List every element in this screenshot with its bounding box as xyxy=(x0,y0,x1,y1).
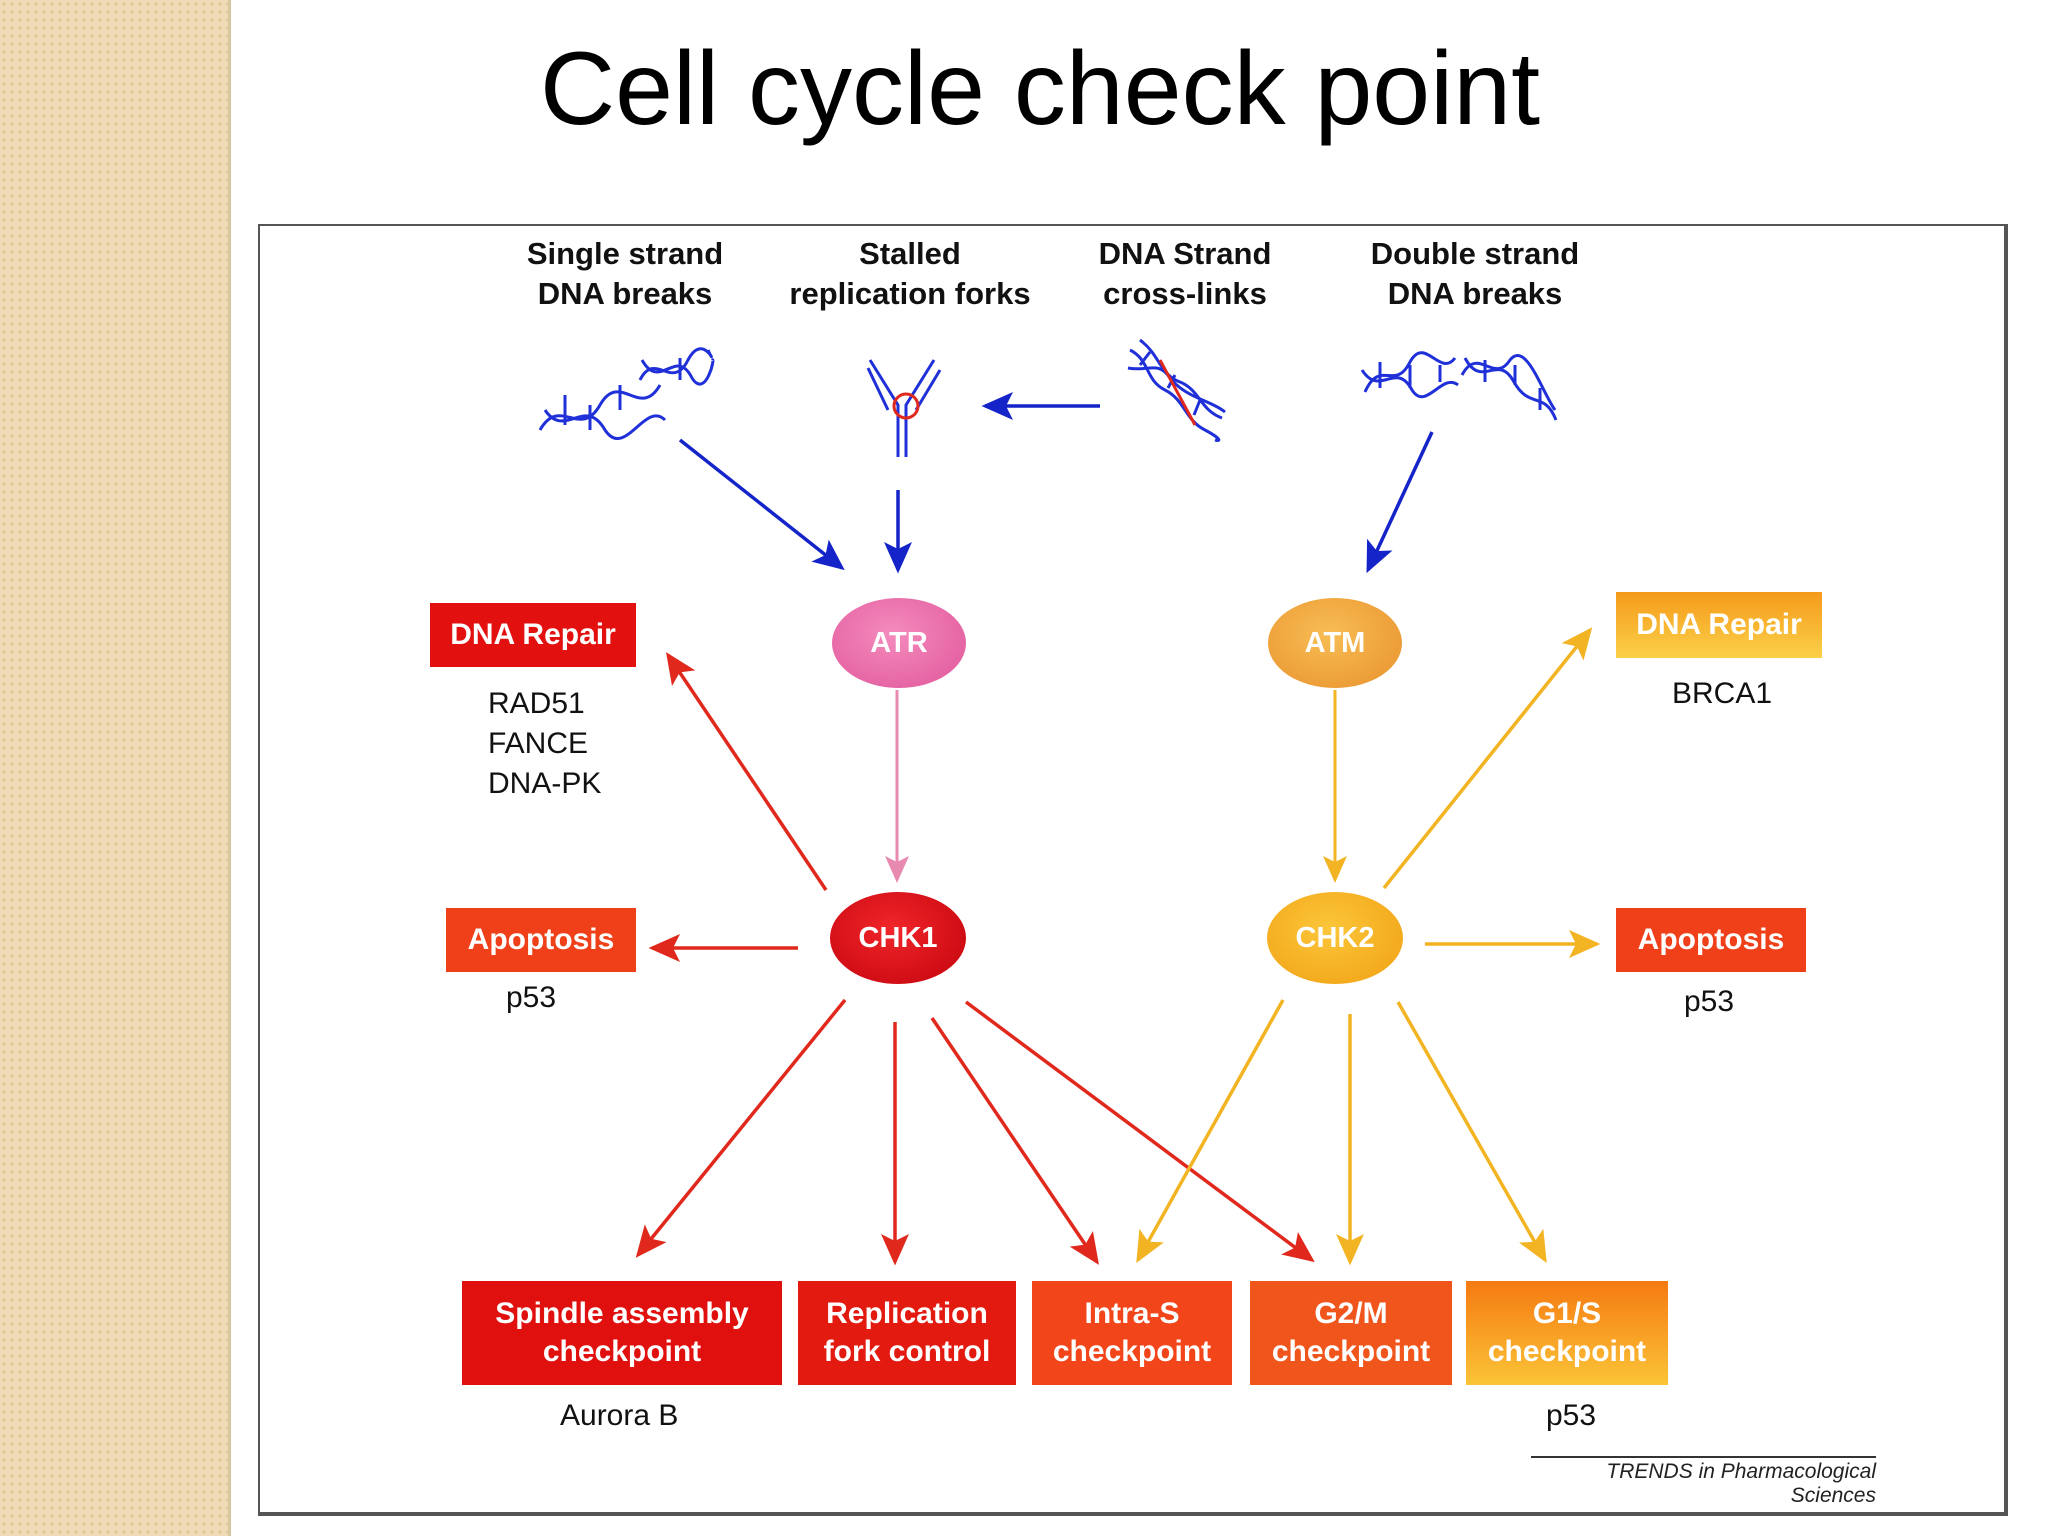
right-apoptosis-gene: p53 xyxy=(1684,985,1735,1018)
damage-label-cross-links: DNA Strand cross-links xyxy=(1070,234,1300,314)
replication-fork-control-label: Replication fork control xyxy=(823,1297,991,1368)
left-apoptosis-title: Apoptosis xyxy=(467,923,615,956)
arrow-chk1-to-g2m xyxy=(964,1000,1315,1263)
figure-credit: TRENDS in Pharmacological Sciences xyxy=(1531,1456,1876,1508)
dna-helix-single-strand-icon xyxy=(538,347,715,440)
damage-label-line1: Double strand xyxy=(1370,236,1580,271)
damage-label-line1: DNA Strand xyxy=(1098,236,1272,271)
decorative-side-strip xyxy=(0,0,228,1536)
chk2-label: CHK2 xyxy=(1295,921,1375,954)
intra-s-checkpoint-label: Intra-S checkpoint xyxy=(1052,1297,1212,1368)
dna-helix-double-strand-icon xyxy=(1360,351,1558,421)
spindle-checkpoint-label: Spindle assembly checkpoint xyxy=(495,1297,749,1368)
damage-label-line2: DNA breaks xyxy=(537,276,713,311)
right-repair-gene: BRCA1 xyxy=(1672,677,1773,710)
repair-gene-dna-pk: DNA-PK xyxy=(488,767,602,800)
atr-label: ATR xyxy=(870,626,928,659)
g2m-checkpoint-label: G2/M checkpoint xyxy=(1271,1297,1431,1368)
atm-label: ATM xyxy=(1304,626,1366,659)
right-dna-repair-box: DNA Repair xyxy=(1616,592,1822,658)
g1s-checkpoint-label: G1/S checkpoint xyxy=(1487,1297,1647,1368)
atm-node: ATM xyxy=(1268,598,1402,688)
damage-label-double-strand: Double strand DNA breaks xyxy=(1355,234,1595,314)
left-apoptosis-box: Apoptosis xyxy=(446,908,636,972)
damage-label-line2: replication forks xyxy=(789,276,1031,311)
arrow-dsb-to-atm xyxy=(1366,431,1434,574)
replication-fork-control-box: Replication fork control xyxy=(798,1281,1016,1385)
slide-title: Cell cycle check point xyxy=(540,31,1540,147)
right-apoptosis-title: Apoptosis xyxy=(1637,923,1785,956)
arrow-chk1-to-intra-s xyxy=(930,1017,1099,1265)
g1s-gene-p53: p53 xyxy=(1546,1399,1597,1432)
damage-label-line2: DNA breaks xyxy=(1387,276,1563,311)
damage-label-single-strand: Single strand DNA breaks xyxy=(505,234,745,314)
right-apoptosis-box: Apoptosis xyxy=(1616,908,1806,972)
damage-label-line2: cross-links xyxy=(1103,276,1267,311)
side-strip-edge xyxy=(228,0,231,1536)
arrow-chk2-to-dna-repair xyxy=(1382,627,1593,890)
repair-gene-rad51: RAD51 xyxy=(488,687,585,720)
right-dna-repair-title: DNA Repair xyxy=(1636,608,1802,641)
replication-fork-icon xyxy=(866,359,942,457)
g2m-checkpoint-box: G2/M checkpoint xyxy=(1250,1281,1452,1385)
damage-label-stalled-forks: Stalled replication forks xyxy=(780,234,1040,314)
dna-crosslink-icon xyxy=(1127,338,1226,442)
damage-label-line1: Stalled xyxy=(859,236,961,271)
damage-label-line1: Single strand xyxy=(526,236,724,271)
spindle-checkpoint-box: Spindle assembly checkpoint xyxy=(462,1281,782,1385)
arrow-ssb-to-atr xyxy=(678,438,845,571)
arrow-chk2-to-intra-s xyxy=(1136,999,1285,1264)
spindle-gene-aurora-b: Aurora B xyxy=(560,1399,679,1432)
left-dna-repair-title: DNA Repair xyxy=(450,618,616,651)
arrow-chk2-to-g1s xyxy=(1396,1001,1547,1264)
chk2-node: CHK2 xyxy=(1267,892,1403,984)
atr-node: ATR xyxy=(832,598,966,688)
left-dna-repair-box: DNA Repair xyxy=(430,603,636,667)
repair-gene-fance: FANCE xyxy=(488,727,589,760)
chk1-label: CHK1 xyxy=(858,921,938,954)
left-repair-genes: RAD51 FANCE DNA-PK xyxy=(488,684,601,804)
chk1-node: CHK1 xyxy=(830,892,966,984)
arrow-chk1-to-dna-repair xyxy=(666,652,828,891)
left-apoptosis-gene: p53 xyxy=(506,981,557,1014)
intra-s-checkpoint-box: Intra-S checkpoint xyxy=(1032,1281,1232,1385)
arrow-chk1-to-spindle xyxy=(635,998,847,1258)
g1s-checkpoint-box: G1/S checkpoint xyxy=(1466,1281,1668,1385)
